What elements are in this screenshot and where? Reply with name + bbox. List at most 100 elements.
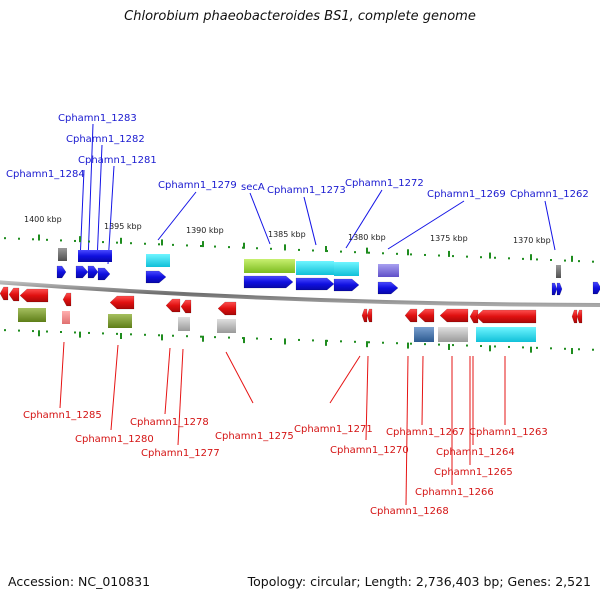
outer-scale-tick xyxy=(448,250,450,257)
scale-label: 1395 kbp xyxy=(104,222,142,231)
outer-scale-dot xyxy=(102,241,104,244)
gene-label-bottom: Cphamn1_1267 xyxy=(386,427,465,438)
feature-block xyxy=(18,308,46,322)
reverse-gene-arrow xyxy=(165,298,181,313)
inner-scale-dot xyxy=(144,333,146,336)
inner-scale-dot xyxy=(312,339,314,342)
outer-scale-dot xyxy=(186,244,188,247)
scale-label: 1375 kbp xyxy=(430,234,468,243)
inner-scale-tick xyxy=(38,330,40,337)
outer-scale-dot xyxy=(354,251,356,254)
reverse-gene-arrow xyxy=(417,308,435,323)
outer-scale-dot xyxy=(508,257,510,260)
outer-scale-dot xyxy=(88,240,90,243)
gene-label-top: Cphamn1_1284 xyxy=(6,169,85,180)
top-label-connector xyxy=(345,189,383,249)
inner-scale-dot xyxy=(256,337,258,340)
inner-scale-dot xyxy=(592,348,594,351)
reverse-gene-arrow xyxy=(576,309,583,324)
outer-scale-tick xyxy=(161,239,163,246)
top-label-connector xyxy=(249,192,271,245)
inner-scale-dot xyxy=(32,330,34,333)
outer-scale-dot xyxy=(32,238,34,241)
inner-scale-dot xyxy=(480,345,482,347)
gene-label-bottom: Cphamn1_1264 xyxy=(436,447,515,458)
inner-scale-dot xyxy=(200,335,202,338)
outer-scale-dot xyxy=(116,241,118,244)
feature-block xyxy=(217,319,236,333)
inner-scale-tick xyxy=(366,341,368,348)
outer-scale-dot xyxy=(298,248,300,251)
inner-scale-dot xyxy=(340,340,342,343)
inner-scale-dot xyxy=(270,338,272,340)
outer-scale-dot xyxy=(564,259,566,262)
bottom-label-connector xyxy=(329,355,361,404)
reverse-gene-arrow xyxy=(8,287,20,302)
inner-scale-dot xyxy=(186,335,188,338)
inner-scale-tick xyxy=(202,335,204,342)
outer-scale-tick xyxy=(202,241,204,248)
inner-scale-dot xyxy=(536,346,538,349)
genome-title: Chlorobium phaeobacteroides BS1, complet… xyxy=(124,9,476,24)
reverse-gene-arrow xyxy=(469,309,479,324)
inner-scale-dot xyxy=(354,340,356,343)
bottom-label-connector xyxy=(177,348,184,446)
inner-scale-dot xyxy=(298,338,300,341)
gene-label-bottom: Cphamn1_1268 xyxy=(370,506,449,517)
feature-block xyxy=(146,254,170,267)
gene-label-bottom: Cphamn1_1277 xyxy=(141,448,220,459)
feature-block xyxy=(108,314,132,328)
outer-scale-dot xyxy=(256,247,258,250)
inner-scale-dot xyxy=(74,331,76,334)
outer-scale-dot xyxy=(452,255,454,258)
outer-scale-tick xyxy=(571,255,573,262)
inner-scale-dot xyxy=(18,329,20,332)
outer-scale-dot xyxy=(340,250,342,253)
reverse-gene-arrow xyxy=(475,309,537,324)
outer-scale-dot xyxy=(228,246,230,249)
inner-scale-dot xyxy=(130,333,132,336)
gene-label-bottom: Cphamn1_1275 xyxy=(215,431,294,442)
inner-scale-dot xyxy=(396,342,398,345)
forward-gene-arrow xyxy=(56,265,67,279)
outer-scale-tick xyxy=(79,236,81,243)
inner-scale-tick xyxy=(571,348,573,355)
inner-scale-tick xyxy=(530,346,532,353)
outer-scale-dot xyxy=(144,242,146,245)
outer-scale-dot xyxy=(550,259,552,261)
top-label-connector xyxy=(387,200,465,250)
top-label-connector xyxy=(87,123,94,263)
forward-gene-arrow xyxy=(333,278,360,292)
reverse-gene-arrow xyxy=(109,295,135,310)
scale-label: 1370 kbp xyxy=(513,236,551,245)
outer-scale-dot xyxy=(312,249,314,252)
outer-scale-dot xyxy=(74,239,76,242)
inner-scale-dot xyxy=(508,345,510,348)
gene-label-bottom: Cphamn1_1263 xyxy=(469,427,548,438)
outer-scale-dot xyxy=(536,258,538,261)
topology-label: Topology: circular; Length: 2,736,403 bp… xyxy=(247,574,591,589)
feature-block xyxy=(438,327,468,342)
outer-scale-dot xyxy=(60,239,62,242)
reverse-gene-arrow xyxy=(439,308,469,323)
gene-label-top: Cphamn1_1269 xyxy=(427,189,506,200)
outer-scale-tick xyxy=(489,252,491,259)
feature-block xyxy=(58,248,67,261)
top-label-connector xyxy=(96,144,103,263)
forward-gene-arrow xyxy=(592,281,600,295)
outer-scale-dot xyxy=(46,238,48,241)
gene-label-top: Cphamn1_1279 xyxy=(158,180,237,191)
reverse-gene-arrow xyxy=(0,286,9,301)
inner-scale-dot xyxy=(4,329,6,332)
outer-scale-dot xyxy=(172,243,174,246)
top-label-connector xyxy=(79,169,85,263)
outer-scale-dot xyxy=(522,257,524,260)
outer-scale-tick xyxy=(530,254,532,261)
inner-scale-dot xyxy=(46,330,48,333)
outer-scale-dot xyxy=(396,252,398,255)
top-label-connector xyxy=(107,165,115,265)
outer-scale-dot xyxy=(158,243,160,246)
feature-block xyxy=(414,327,434,342)
reverse-gene-arrow xyxy=(217,301,237,316)
